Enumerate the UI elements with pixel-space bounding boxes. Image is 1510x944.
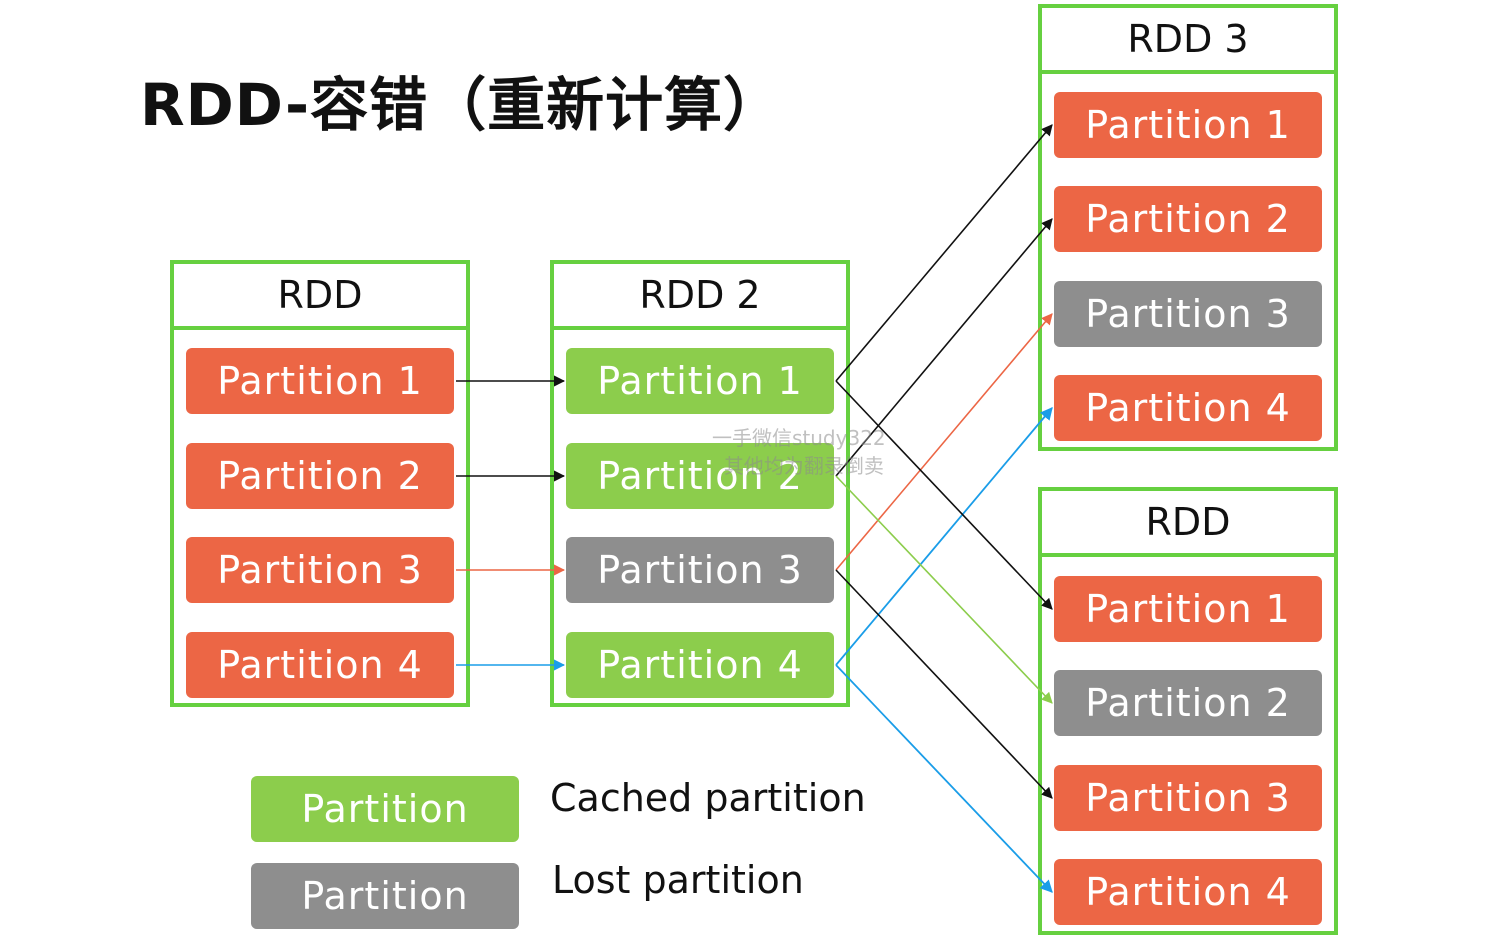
rdd4-partition-4[interactable]: Partition 4 [1054,859,1322,925]
rdd1-partition-3[interactable]: Partition 3 [186,537,454,603]
rdd1-partition-1[interactable]: Partition 1 [186,348,454,414]
arrow-rdd2-p1-to-rdd3-p1 [835,124,1053,382]
rdd1-partition-2[interactable]: Partition 2 [186,443,454,509]
rdd3-partition-2[interactable]: Partition 2 [1054,186,1322,252]
rdd4-partition-2[interactable]: Partition 2 [1054,670,1322,736]
rdd2-partition-2[interactable]: Partition 2 [566,443,834,509]
rdd-title: RDD 2 [554,264,846,330]
rdd4-partition-1[interactable]: Partition 1 [1054,576,1322,642]
arrow-rdd2-p4-to-rdd3-p4 [835,407,1053,666]
rdd2-partition-4[interactable]: Partition 4 [566,632,834,698]
legend-lost-label: Lost partition [552,858,804,902]
legend-lost-swatch: Partition [251,863,519,929]
overlay-line-1: 一手微信study322 [712,426,886,450]
overlay-line-2: 其他均为翻录倒卖 [723,454,884,478]
rdd-title: RDD [1042,491,1334,557]
rdd-title: RDD [174,264,466,330]
rdd2-partition-1[interactable]: Partition 1 [566,348,834,414]
arrow-rdd2-p4-to-rdd4-p4 [835,664,1053,893]
legend-cached-swatch: Partition [251,776,519,842]
arrow-rdd2-p3-to-rdd4-p3 [835,569,1053,799]
arrow-rdd2-p3-to-rdd3-p3 [835,313,1053,571]
overlay-text: 一手微信study322 其他均为翻录倒卖 [712,424,886,480]
rdd3-partition-3[interactable]: Partition 3 [1054,281,1322,347]
rdd3-partition-1[interactable]: Partition 1 [1054,92,1322,158]
rdd4-partition-3[interactable]: Partition 3 [1054,765,1322,831]
arrow-rdd2-p1-to-rdd4-p1 [835,380,1053,610]
legend-cached-label: Cached partition [550,776,866,820]
arrow-rdd2-p2-to-rdd4-p2 [835,475,1053,704]
page-title: RDD-容错（重新计算） [140,71,783,139]
rdd1-partition-4[interactable]: Partition 4 [186,632,454,698]
rdd2-partition-3[interactable]: Partition 3 [566,537,834,603]
rdd-title: RDD 3 [1042,8,1334,74]
arrow-rdd2-p2-to-rdd3-p2 [835,218,1053,477]
rdd3-partition-4[interactable]: Partition 4 [1054,375,1322,441]
